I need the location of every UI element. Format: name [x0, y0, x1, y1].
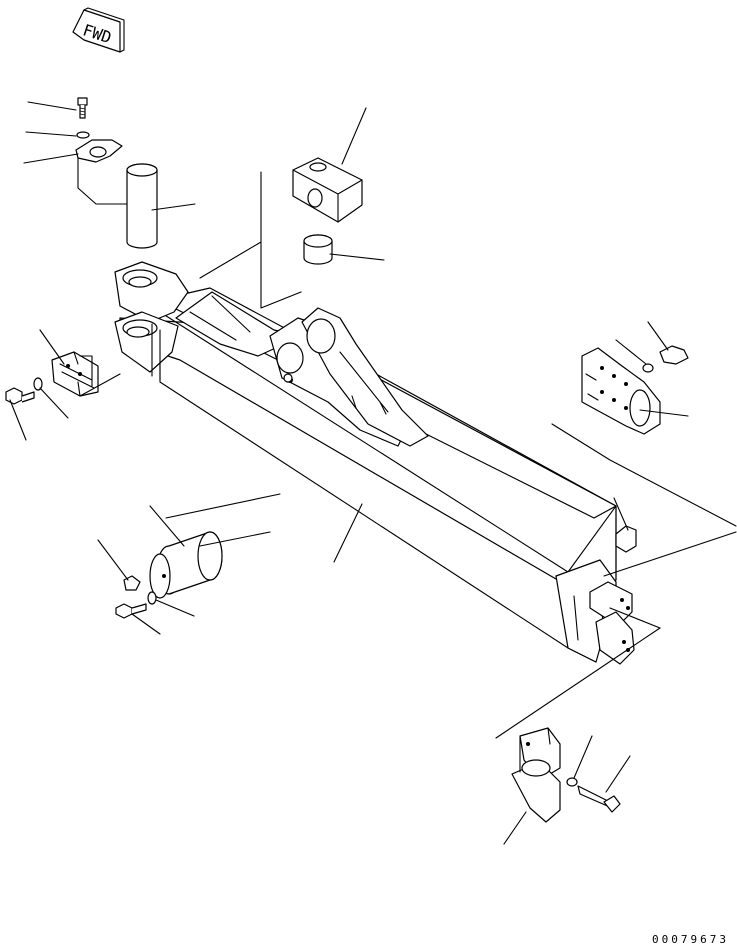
end-cap	[590, 582, 634, 664]
clamp-half	[512, 728, 560, 822]
spacer-block	[616, 526, 636, 552]
leader-lines	[10, 102, 688, 844]
bracket-washer	[34, 378, 42, 390]
lower-pin	[150, 532, 222, 598]
bushing	[304, 235, 332, 264]
clamp-bolt	[578, 786, 620, 812]
equalizer-bar	[115, 262, 616, 662]
drawing-number: 00079673	[652, 933, 729, 946]
clamp-washer	[567, 778, 577, 786]
lower-pin-bolt	[116, 604, 146, 618]
cover-bolt	[660, 346, 688, 364]
cover-washer	[643, 364, 653, 372]
pin-washer	[77, 132, 89, 138]
retaining-plate	[76, 140, 127, 204]
lower-pin-washer	[148, 592, 156, 604]
pivot-pin	[127, 164, 157, 248]
pin-bolt	[78, 98, 87, 118]
cover-plate	[582, 348, 660, 434]
boss-block	[293, 158, 362, 222]
fwd-arrow-icon: FWD	[73, 8, 124, 52]
